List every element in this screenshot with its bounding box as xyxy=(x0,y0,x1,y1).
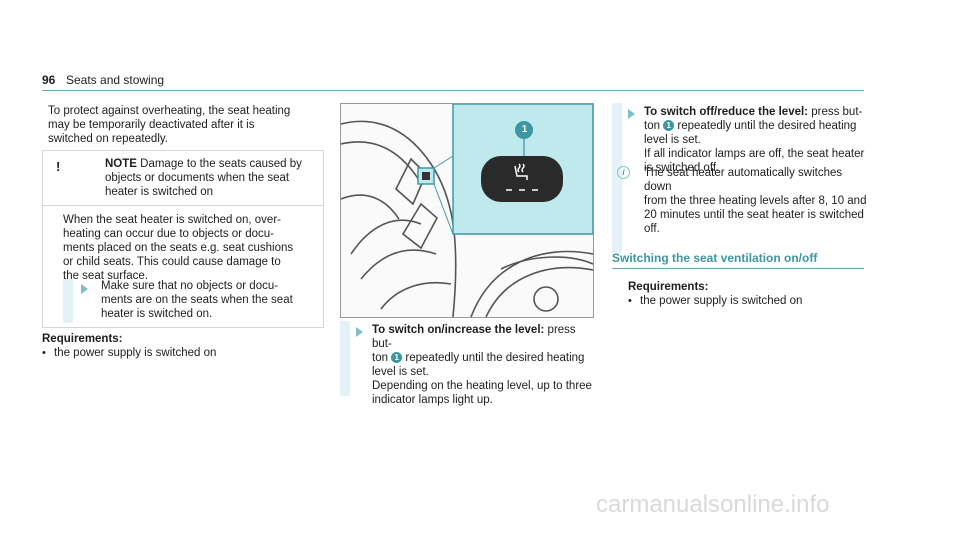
note-header: ! NOTE Damage to the seats caused by obj… xyxy=(43,151,323,206)
step-increase-title: To switch on/increase the level: xyxy=(372,324,545,336)
step-text: repeatedly until the desired heating xyxy=(405,352,585,364)
note-body-line: When the seat heater is switched on, ove… xyxy=(63,214,281,226)
watermark: carmanualsonline.info xyxy=(596,491,830,518)
section-heading: Switching the seat ventilation on/off xyxy=(612,251,864,269)
info-line: from the three heating levels after 8, 1… xyxy=(644,195,867,207)
requirements-item-text: the power supply is switched on xyxy=(640,295,803,307)
step-increase: To switch on/increase the level: press b… xyxy=(372,323,597,407)
intro-line: To protect against overheating, the seat… xyxy=(48,105,291,117)
info-icon: i xyxy=(617,166,630,179)
step-text: repeatedly until the desired heating xyxy=(677,120,857,132)
note-step-line: ments are on the seats when the seat xyxy=(101,294,293,306)
button-number-badge: 1 xyxy=(663,120,675,131)
step-arrow-icon xyxy=(356,327,363,337)
note-body-line: heating can occur due to objects or docu… xyxy=(63,228,274,240)
step-bar xyxy=(612,103,622,253)
note-step: Make sure that no objects or docu- ments… xyxy=(101,279,321,321)
note-title: NOTE Damage to the seats caused by objec… xyxy=(105,157,315,199)
dashboard-illustration xyxy=(341,104,593,317)
note-body-line: or child seats. This could cause damage … xyxy=(63,256,281,268)
callout-number: 1 xyxy=(521,124,528,135)
note-step-line: heater is switched on. xyxy=(101,308,213,320)
note-body-line: ments placed on the seats e.g. seat cush… xyxy=(63,242,294,254)
step-bar xyxy=(63,279,73,323)
step-text: If all indicator lamps are off, the seat… xyxy=(644,148,865,160)
step-text: ton xyxy=(644,120,660,132)
bullet-icon: • xyxy=(628,295,632,307)
note-label: NOTE xyxy=(105,158,137,170)
page-number: 96 xyxy=(42,73,56,87)
step-arrow-icon xyxy=(81,284,88,294)
step-text: is switched off. xyxy=(644,162,720,174)
step-text: indicator lamps light up. xyxy=(372,394,493,406)
note-body-line: the seat surface. xyxy=(63,270,149,282)
info-text: The seat heater automatically switches d… xyxy=(644,166,869,236)
note-step-line: Make sure that no objects or docu- xyxy=(101,280,279,292)
button-number-badge: 1 xyxy=(391,352,403,363)
note-title-line: heater is switched on xyxy=(105,186,214,198)
requirements-title: Requirements: xyxy=(628,281,709,293)
step-off-title: To switch off/reduce the level: xyxy=(644,106,809,118)
seat-heater-figure: 1 xyxy=(340,103,594,318)
info-line: The seat heater automatically switches d… xyxy=(644,167,843,193)
step-arrow-icon xyxy=(628,109,635,119)
section-name: Seats and stowing xyxy=(66,73,165,87)
bullet-icon: • xyxy=(42,347,46,359)
requirements-item: • the power supply is switched on xyxy=(628,294,858,308)
requirements-right: Requirements: • the power supply is switc… xyxy=(628,280,858,308)
note-title-line: Damage to the seats caused by xyxy=(140,158,302,170)
step-bar xyxy=(340,321,350,396)
requirements-left: Requirements: • the power supply is switc… xyxy=(42,332,322,360)
note-title-line: objects or documents when the seat xyxy=(105,172,290,184)
note-body: When the seat heater is switched on, ove… xyxy=(63,213,318,283)
step-text: level is set. xyxy=(372,366,429,378)
step-text: press but- xyxy=(811,106,863,118)
warning-icon: ! xyxy=(56,159,61,174)
intro-line: switched on repeatedly. xyxy=(48,133,168,145)
step-text: Depending on the heating level, up to th… xyxy=(372,380,592,392)
page-header: 96 Seats and stowing xyxy=(42,72,864,91)
requirements-item: • the power supply is switched on xyxy=(42,346,322,360)
requirements-item-text: the power supply is switched on xyxy=(54,347,217,359)
info-line: off. xyxy=(644,223,660,235)
intro-paragraph: To protect against overheating, the seat… xyxy=(48,104,323,146)
step-off: To switch off/reduce the level: press bu… xyxy=(644,105,869,175)
requirements-title: Requirements: xyxy=(42,333,123,345)
note-box: ! NOTE Damage to the seats caused by obj… xyxy=(42,150,324,328)
info-line: 20 minutes until the seat heater is swit… xyxy=(644,209,864,221)
step-text: level is set. xyxy=(644,134,701,146)
step-text: press but- xyxy=(372,324,576,350)
intro-line: may be temporarily deactivated after it … xyxy=(48,119,255,131)
step-text: ton xyxy=(372,352,388,364)
